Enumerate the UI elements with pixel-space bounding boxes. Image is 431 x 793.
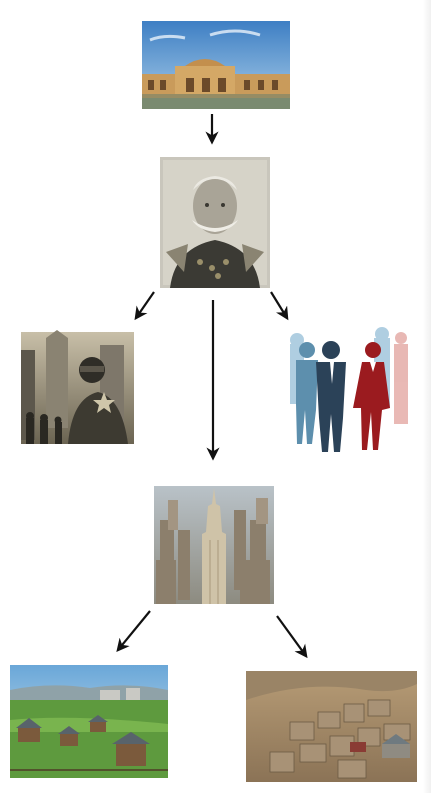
node-village bbox=[10, 665, 168, 778]
node-palace bbox=[142, 21, 290, 109]
node-general bbox=[160, 157, 270, 288]
edges-layer bbox=[116, 114, 308, 659]
node-people bbox=[286, 327, 410, 454]
node-skyscraper bbox=[154, 486, 274, 604]
page-edge-shadow bbox=[423, 0, 431, 793]
arrow-general-to-soldier bbox=[134, 291, 155, 321]
node-soldier bbox=[21, 330, 134, 444]
arrow-skyscraper-to-mountain-village bbox=[276, 615, 308, 659]
arrow-skyscraper-to-village bbox=[116, 610, 151, 653]
arrow-general-to-people bbox=[270, 291, 289, 321]
node-mountain-village bbox=[246, 671, 417, 782]
